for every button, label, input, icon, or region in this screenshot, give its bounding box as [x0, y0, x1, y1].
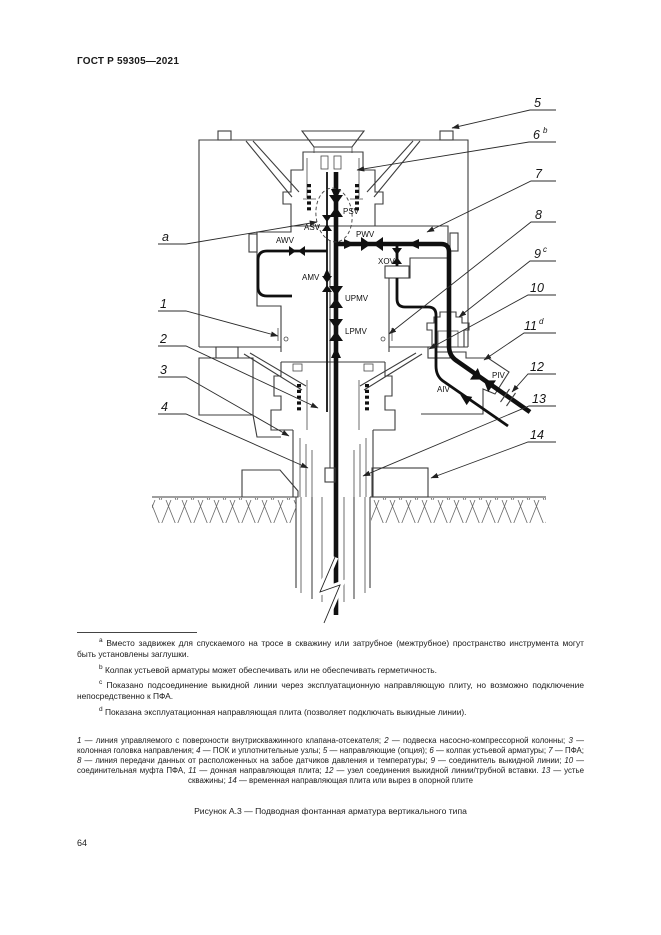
legend-num: 13: [541, 765, 551, 775]
legend-num: 4: [196, 745, 201, 755]
footnote-b: b Колпак устьевой арматуры может обеспеч…: [77, 664, 584, 676]
legend-text: — донная направляющая плита;: [196, 765, 325, 775]
legend-num: 8: [77, 755, 82, 765]
callout-a: a: [162, 230, 169, 244]
footnote-c: c Показано подсоединение выкидной линии …: [77, 679, 584, 702]
legend-text: — соединитель выкидной линии;: [435, 755, 565, 765]
callout-2: 2: [159, 332, 167, 346]
callout-8: 8: [535, 208, 542, 222]
footnotes: a Вместо задвижек для спускаемого на тро…: [77, 637, 584, 722]
legend-num: 12: [324, 765, 334, 775]
reentry-funnel: [300, 130, 366, 153]
legend-num: 7: [548, 745, 553, 755]
legend-text: — линия передачи данных от расположенных…: [81, 755, 431, 765]
pipe-break-symbol: [313, 555, 347, 625]
valve-label-psv: PSV: [343, 207, 360, 216]
footnote-separator: [77, 632, 197, 633]
figure-legend: 1 — линия управляемого с поверхности вну…: [77, 736, 584, 786]
callout-11: 11: [524, 319, 537, 333]
legend-text: — ПОК и уплотнительные узлы;: [200, 745, 323, 755]
legend-text: — колонная головка направления;: [77, 736, 584, 755]
footnote-text: Показана эксплуатационная направляющая п…: [104, 706, 467, 717]
callout-7: 7: [535, 167, 543, 181]
guide-base-plate: [198, 351, 510, 438]
callout-9: 9: [534, 247, 541, 261]
legend-num: 9: [430, 755, 436, 765]
callout-leaders: [158, 109, 556, 479]
callout-6: 6: [533, 128, 540, 142]
callout-14: 14: [530, 428, 544, 442]
legend-num: 2: [384, 736, 389, 745]
valve-label-aiv: AIV: [437, 385, 451, 394]
legend-num: 14: [228, 775, 237, 785]
legend-text: — колпак устьевой арматуры;: [433, 745, 549, 755]
callout-3: 3: [160, 363, 167, 377]
legend-num: 1: [77, 736, 82, 745]
legend-text: — устье скважины;: [188, 765, 585, 785]
page-header: ГОСТ Р 59305—2021: [77, 56, 180, 67]
valve-label-piv: PIV: [492, 371, 506, 380]
callout-numbers: a 1 2 3 4 5 6 b 7 8 9 c 10 11 d 12 13 14: [159, 96, 548, 442]
valve-labels: PSV ASV AWV PWV XOV AMV UPMV LPMV PIV AI…: [276, 207, 506, 394]
legend-text: — ПФА;: [552, 745, 584, 755]
tree-cap: [282, 151, 384, 227]
callout-10: 10: [530, 281, 544, 295]
figure-caption: Рисунок А.3 — Подводная фонтанная армату…: [194, 806, 467, 816]
seabed: [152, 496, 546, 523]
callout-12: 12: [530, 360, 544, 374]
callout-5: 5: [534, 96, 541, 110]
legend-text: — узел соединения выкидной линии/трубной…: [333, 765, 542, 775]
callout-6-sup: b: [543, 126, 548, 135]
valve-label-lpmv: LPMV: [345, 327, 367, 336]
legend-num: 11: [188, 765, 197, 775]
legend-num: 3: [568, 736, 573, 745]
legend-text: — подвеска насосно-компрессорной колонны…: [388, 736, 569, 745]
footnote-text: Вместо задвижек для спускаемого на тросе…: [77, 637, 585, 660]
legend-num: 5: [322, 745, 328, 755]
legend-text: — временная направляющая плита или вырез…: [236, 775, 473, 785]
flow-lines: [256, 172, 532, 615]
valve-label-amv: AMV: [302, 273, 320, 282]
page-number: 64: [77, 838, 88, 848]
legend-num: 10: [564, 755, 574, 765]
valve-label-asv: ASV: [304, 223, 321, 232]
legend-text: — соединительная муфта ПФА,: [77, 755, 585, 775]
callout-9-sup: c: [543, 245, 547, 254]
valve-label-xov: XOV: [378, 257, 396, 266]
valve-label-awv: AWV: [276, 236, 295, 245]
swab-valves-ellipse: [315, 187, 353, 243]
callout-11-sup: d: [539, 317, 544, 326]
legend-text: — линия управляемого с поверхности внутр…: [81, 736, 385, 745]
footnote-a: a Вместо задвижек для спускаемого на тро…: [77, 637, 584, 660]
valve-label-upmv: UPMV: [345, 294, 369, 303]
legend-num: 6: [429, 745, 434, 755]
footnote-mark: c: [99, 679, 103, 687]
callout-4: 4: [161, 400, 168, 414]
callout-1: 1: [160, 297, 167, 311]
footnote-d: d Показана эксплуатационная направляющая…: [77, 706, 584, 718]
footnote-text: Показано подсоединение выкидной линии че…: [77, 680, 585, 702]
callout-13: 13: [532, 392, 546, 406]
tubing-spool: [270, 361, 396, 431]
footnote-mark: a: [99, 637, 103, 644]
footnote-text: Колпак устьевой арматуры может обеспечив…: [104, 664, 437, 675]
legend-text: — направляющие (опция);: [327, 745, 430, 755]
valve-label-pwv: PWV: [356, 230, 375, 239]
wellhead-casings: [292, 430, 374, 602]
footnote-mark: b: [99, 663, 103, 671]
footnote-mark: d: [99, 706, 103, 714]
